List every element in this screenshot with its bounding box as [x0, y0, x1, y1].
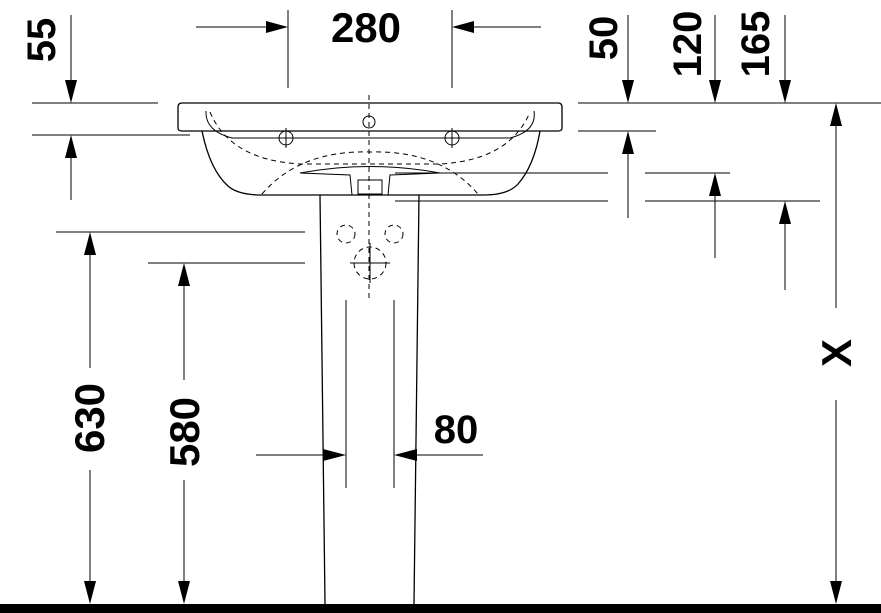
- label-165: 165: [734, 11, 778, 78]
- dimension-x: X: [813, 103, 860, 604]
- pedestal: [319, 194, 420, 605]
- dimension-630: 630: [56, 231, 305, 604]
- dimension-55: 55: [20, 15, 190, 200]
- label-55: 55: [20, 18, 64, 63]
- label-630: 630: [66, 383, 113, 453]
- basin: [177, 95, 563, 300]
- label-50: 50: [582, 16, 626, 61]
- dimension-80: 80: [256, 408, 483, 461]
- label-280: 280: [331, 4, 401, 51]
- label-580: 580: [161, 397, 208, 467]
- label-80: 80: [434, 408, 479, 452]
- label-120: 120: [666, 11, 710, 78]
- dimension-580: 580: [148, 262, 305, 604]
- label-x: X: [813, 339, 860, 367]
- floor-line: [0, 604, 881, 613]
- dimension-280: 280: [196, 4, 541, 88]
- dimension-50: 50: [578, 15, 881, 218]
- dimension-120: 120: [645, 11, 730, 258]
- dimension-165: 165: [645, 11, 820, 290]
